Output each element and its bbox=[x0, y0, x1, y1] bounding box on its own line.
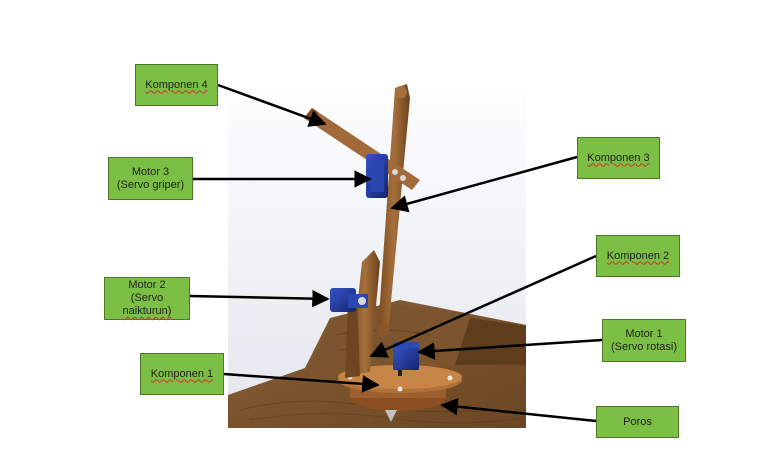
label-komponen-4-line1: Komponen 4 bbox=[145, 78, 208, 91]
label-motor-2: Motor 2 (Servo naikturun) bbox=[104, 277, 190, 320]
label-motor-2-line3: naikturun) bbox=[122, 305, 172, 317]
label-komponen-4: Komponen 4 bbox=[135, 64, 218, 106]
label-motor-1-line2: (Servo rotasi) bbox=[610, 340, 678, 353]
arrow-komponen3 bbox=[390, 155, 578, 213]
label-motor-3: Motor 3 (Servo griper) bbox=[108, 157, 193, 200]
servo-naikturun bbox=[330, 288, 368, 312]
label-poros-line1: Poros bbox=[623, 415, 652, 428]
label-poros: Poros bbox=[596, 406, 679, 438]
label-motor-1-line1: Motor 1 bbox=[625, 327, 663, 340]
label-komponen-1: Komponen 1 bbox=[140, 353, 224, 395]
arrow-motor2 bbox=[189, 289, 330, 308]
label-komponen-1-line1: Komponen 1 bbox=[150, 367, 214, 380]
arrow-komponen4 bbox=[217, 83, 327, 127]
arrow-komponen2 bbox=[369, 254, 597, 358]
label-komponen-3-line1: Komponen 3 bbox=[587, 151, 650, 164]
servo-rotasi bbox=[393, 342, 419, 376]
label-komponen-2: Komponen 2 bbox=[596, 235, 680, 277]
label-motor-3-line2: (Servo griper) bbox=[116, 178, 185, 191]
label-komponen-3: Komponen 3 bbox=[577, 137, 660, 179]
label-motor-1: Motor 1 (Servo rotasi) bbox=[602, 319, 686, 362]
label-motor-2-line1: Motor 2 bbox=[128, 279, 166, 291]
arrow-komponen1 bbox=[223, 372, 380, 393]
label-komponen-2-line1: Komponen 2 bbox=[606, 249, 670, 262]
arrow-poros bbox=[440, 397, 597, 423]
label-motor-2-line2: (Servo bbox=[130, 292, 164, 304]
arrow-motor1 bbox=[417, 338, 603, 360]
leader-lines bbox=[189, 83, 603, 423]
label-motor-3-line1: Motor 3 bbox=[131, 165, 170, 178]
